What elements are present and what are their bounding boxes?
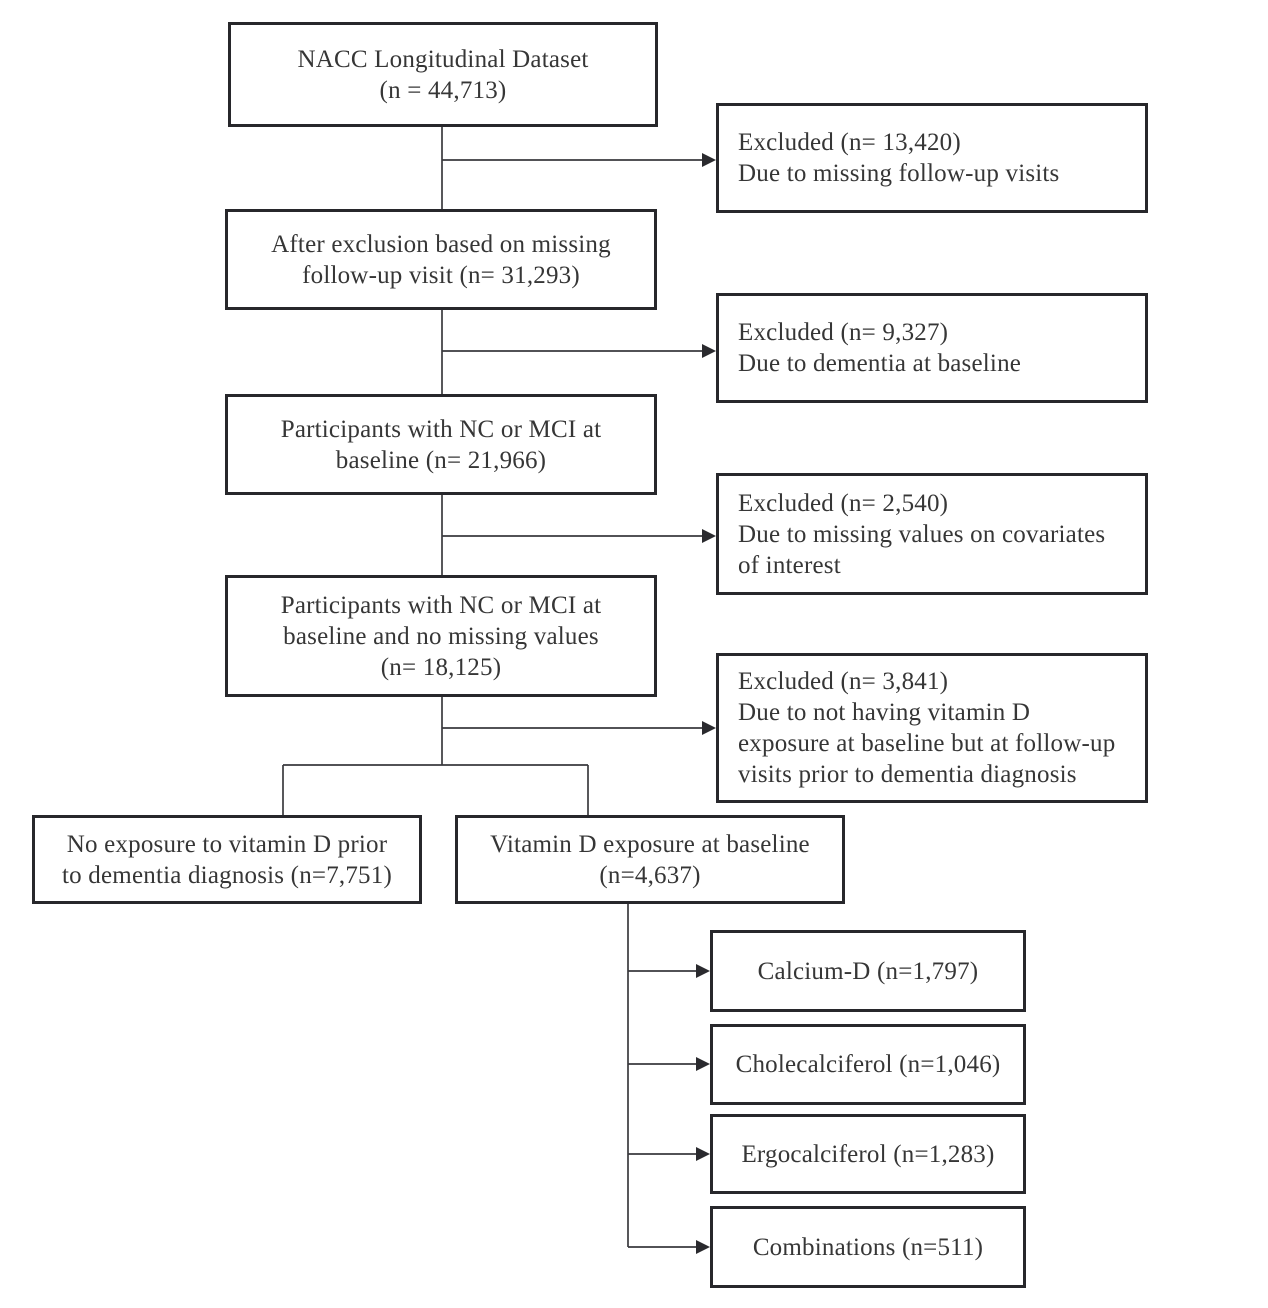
box-cholecalciferol: Cholecalciferol (n=1,046) [710,1024,1026,1105]
box-nacc-dataset: NACC Longitudinal Dataset (n = 44,713) [228,22,658,127]
box-combinations: Combinations (n=511) [710,1206,1026,1288]
arrowhead-icon [702,153,716,167]
arrowhead-icon [702,721,716,735]
box-text-line: Due to missing follow-up visits [738,160,1060,187]
box-text-line: baseline (n= 21,966) [335,446,547,474]
box-ergocalciferol: Ergocalciferol (n=1,283) [710,1114,1026,1194]
box-text-line: Excluded (n= 3,841) [738,668,949,695]
box-excluded-missing-covariates: Excluded (n= 2,540) Due to missing value… [716,473,1148,595]
arrowhead-icon [696,964,710,978]
arrowhead-icon [696,1057,710,1071]
box-text-line: No exposure to vitamin D prior [66,830,388,858]
box-text-line: Excluded (n= 9,327) [738,319,949,346]
box-text-line: Calcium-D (n=1,797) [757,957,979,985]
box-excluded-no-baseline-vitd: Excluded (n= 3,841) Due to not having vi… [716,653,1148,803]
arrowhead-icon [702,344,716,358]
box-text-line: follow-up visit (n= 31,293) [302,261,580,289]
box-text-line: of interest [738,551,841,579]
box-nc-mci-baseline: Participants with NC or MCI at baseline … [225,394,657,495]
box-text-line: Due to not having vitamin D [738,699,1031,726]
box-text-line: Vitamin D exposure at baseline [490,830,810,858]
box-calcium-d: Calcium-D (n=1,797) [710,930,1026,1012]
box-excluded-dementia-baseline: Excluded (n= 9,327) Due to dementia at b… [716,293,1148,403]
box-after-exclusion: After exclusion based on missing follow-… [225,209,657,310]
box-vitd-exposure-baseline: Vitamin D exposure at baseline (n=4,637) [455,815,845,904]
box-text-line: Due to dementia at baseline [738,350,1022,377]
box-text-line: (n = 44,713) [379,76,507,104]
box-text-line: exposure at baseline but at follow-up [738,730,1116,757]
box-excluded-missing-followup: Excluded (n= 13,420) Due to missing foll… [716,103,1148,213]
box-text-line: Due to missing values on covariates [738,520,1106,548]
box-text-line: After exclusion based on missing [271,230,611,258]
box-text-line: Excluded (n= 13,420) [738,129,961,156]
box-text-line: NACC Longitudinal Dataset [297,45,589,73]
box-no-vitd-exposure: No exposure to vitamin D prior to dement… [32,815,422,904]
box-nc-mci-no-missing-values: Participants with NC or MCI at baseline … [225,575,657,697]
box-text-line: Participants with NC or MCI at [280,415,602,443]
box-text-line: Excluded (n= 2,540) [738,489,949,517]
box-text-line: to dementia diagnosis (n=7,751) [62,861,392,889]
box-text-line: visits prior to dementia diagnosis [738,761,1077,788]
box-text-line: (n= 18,125) [380,653,502,681]
box-text-line: Participants with NC or MCI at [280,591,602,619]
box-text-line: Combinations (n=511) [752,1233,984,1261]
arrowhead-icon [702,529,716,543]
box-text-line: baseline and no missing values [283,622,599,650]
arrowhead-icon [696,1240,710,1254]
box-text-line: Ergocalciferol (n=1,283) [741,1140,995,1168]
box-text-line: Cholecalciferol (n=1,046) [735,1051,1001,1078]
box-text-line: (n=4,637) [599,861,701,889]
arrowhead-icon [696,1147,710,1161]
